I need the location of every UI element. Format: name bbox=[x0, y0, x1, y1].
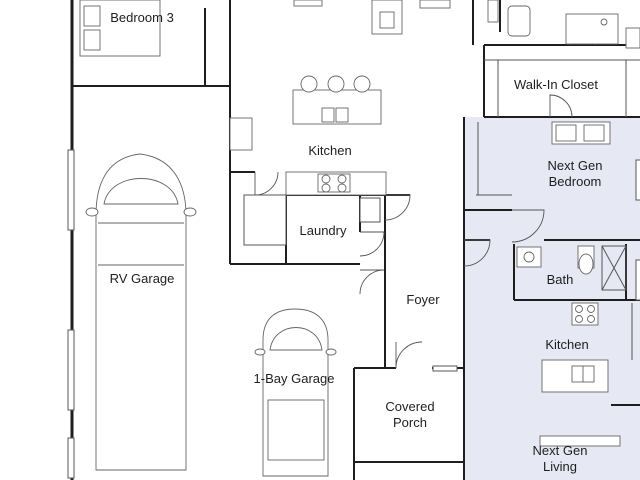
room-label-bath: Bath bbox=[546, 272, 574, 287]
room-label-laundry: Laundry bbox=[299, 223, 347, 238]
laundry-fixtures bbox=[243, 194, 381, 246]
next-gen-bedroom-bed bbox=[476, 121, 611, 196]
windows bbox=[67, 149, 640, 479]
room-label-next-gen-living: Next Gen Living bbox=[532, 443, 588, 474]
next-gen-living-sofa bbox=[539, 435, 621, 447]
kitchen-island bbox=[292, 75, 382, 125]
room-label-walk-in-closet: Walk-In Closet bbox=[513, 77, 599, 92]
rv-vehicle bbox=[85, 153, 197, 471]
kitchen-counter bbox=[229, 117, 387, 196]
next-gen-kitchen-fixtures bbox=[541, 302, 633, 393]
room-label-1-bay-garage: 1-Bay Garage bbox=[253, 371, 335, 386]
room-label-foyer: Foyer bbox=[406, 292, 440, 307]
room-label-covered-porch: Covered Porch bbox=[385, 399, 435, 430]
room-label-next-gen-kitchen: Kitchen bbox=[545, 337, 589, 352]
car-vehicle bbox=[254, 308, 337, 477]
next-gen-suite-area bbox=[464, 117, 640, 480]
master-bath-fixtures bbox=[507, 5, 640, 49]
room-label-bedroom-3: Bedroom 3 bbox=[110, 10, 174, 25]
closet-shelves bbox=[484, 59, 640, 117]
room-label-next-gen-bedroom: Next Gen Bedroom bbox=[547, 158, 603, 189]
top-furniture bbox=[293, 0, 499, 35]
room-label-rv-garage: RV Garage bbox=[109, 271, 175, 286]
room-label-kitchen: Kitchen bbox=[308, 143, 352, 158]
next-gen-bath-fixtures bbox=[516, 245, 627, 291]
bedroom3-bed bbox=[79, 0, 161, 57]
